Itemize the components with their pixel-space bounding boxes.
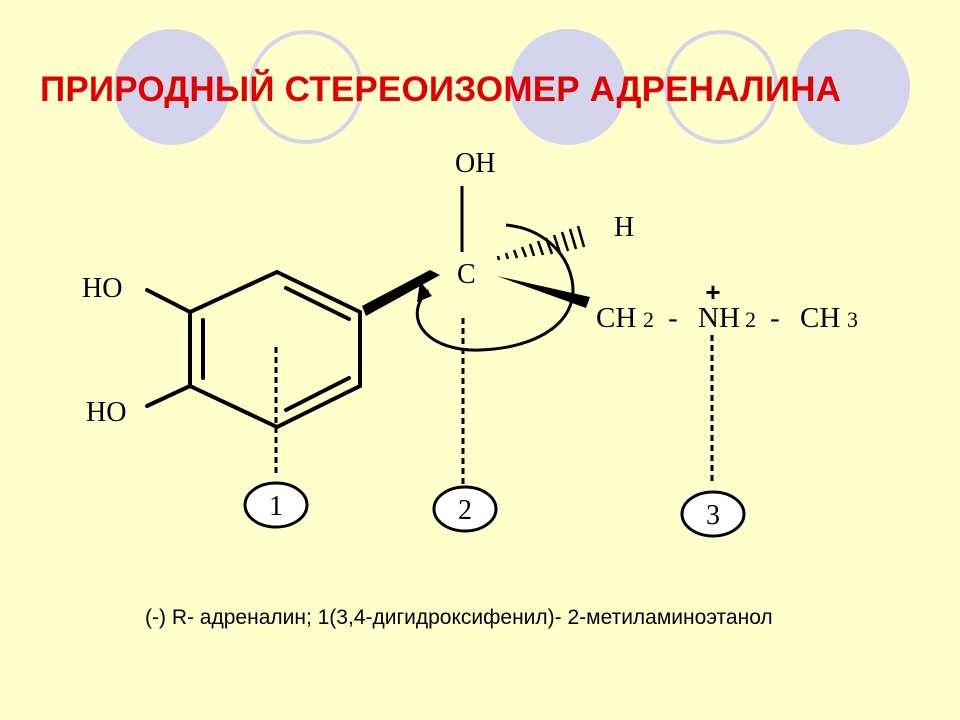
wedge-bond-c-to-ch2 xyxy=(497,276,590,308)
caption: (-) R- адреналин; 1(3,4-дигидроксифенил)… xyxy=(145,606,773,629)
decor-circles xyxy=(114,29,910,145)
decor-circle-filled-2 xyxy=(510,29,626,145)
marker-circle-2 xyxy=(432,485,498,533)
label-c: C xyxy=(457,259,476,290)
label-h: H xyxy=(614,212,634,243)
label-ch3-sub: 3 xyxy=(847,307,858,332)
label-ch2-sub: 2 xyxy=(643,307,654,332)
label-charge-plus: + xyxy=(705,277,720,307)
rotation-arrow xyxy=(415,223,575,352)
marker-circle-1 xyxy=(243,481,309,529)
label-nh2: NH xyxy=(698,302,740,334)
decor-circle-filled-1 xyxy=(114,29,230,145)
label-ch3: CH xyxy=(800,302,840,334)
slide-title: ПРИРОДНЫЙ СТЕРЕОИЗОМЕР АДРЕНАЛИНА xyxy=(40,70,842,109)
marker-label-2: 2 xyxy=(458,495,472,526)
marker-label-1: 1 xyxy=(269,491,283,522)
marker-label-3: 3 xyxy=(706,500,720,531)
label-dash-1: - xyxy=(668,302,678,334)
decor-circle-ring-2 xyxy=(664,30,778,144)
label-dash-2: - xyxy=(770,302,780,334)
decor-circle-filled-3 xyxy=(794,29,910,145)
label-oh-top: OH xyxy=(455,148,495,179)
decor-circle-ring-1 xyxy=(249,30,363,144)
label-ho-upper: HO xyxy=(82,273,122,304)
leader-lines xyxy=(274,318,714,486)
rotation-arrowhead xyxy=(417,281,432,302)
marker-circles xyxy=(243,481,746,538)
wedge-bond-ring-to-c xyxy=(362,270,440,316)
label-ho-lower: HO xyxy=(86,397,126,428)
hashed-bond-c-to-h xyxy=(496,225,586,261)
benzene-ring xyxy=(145,269,362,430)
label-nh2-sub: 2 xyxy=(745,307,756,332)
label-ch2: CH xyxy=(596,302,636,334)
marker-circle-3 xyxy=(680,490,746,538)
